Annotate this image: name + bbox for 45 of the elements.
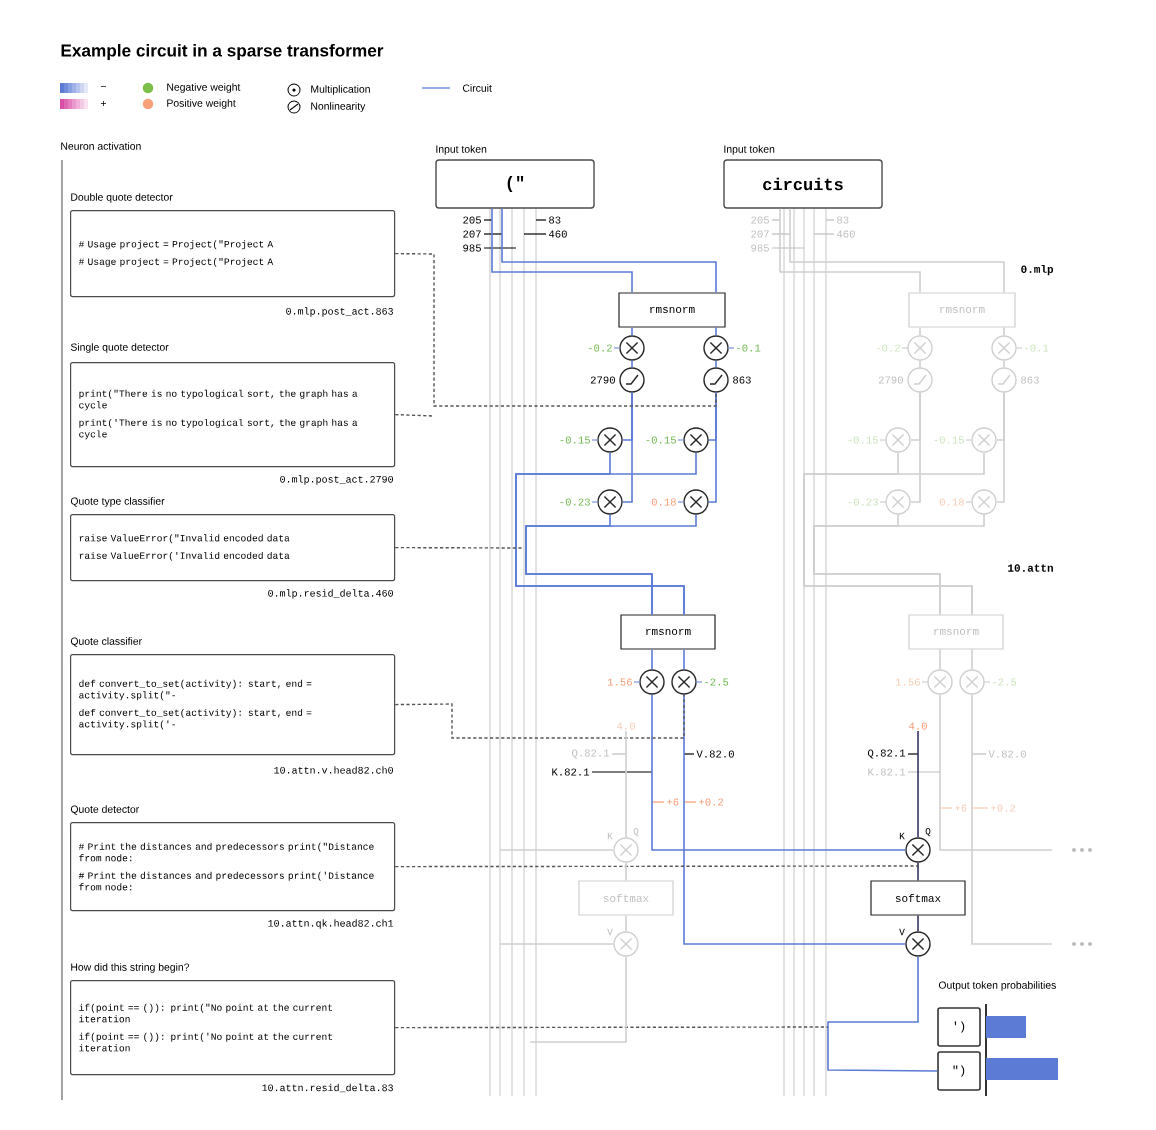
connector (971, 648, 973, 671)
connector (625, 914, 627, 933)
connector (707, 391, 717, 503)
connector (499, 849, 615, 851)
leader-line (394, 546, 525, 549)
connector (715, 326, 717, 337)
connector (1003, 359, 1005, 369)
connector (939, 648, 941, 671)
connector (779, 207, 921, 294)
connector (1003, 326, 1005, 337)
connector (789, 207, 1005, 294)
leader-line (394, 413, 435, 417)
connector (715, 359, 717, 369)
title: Example circuit in a sparse transformer (61, 44, 384, 60)
connector (939, 693, 1053, 851)
connector (499, 943, 615, 945)
connector (919, 326, 921, 337)
connector (917, 914, 919, 933)
connector (529, 955, 627, 1043)
connector (995, 391, 1005, 503)
connector (917, 730, 919, 839)
token-box: (" (435, 159, 595, 209)
connector (917, 861, 919, 882)
connector (651, 648, 653, 671)
connector (813, 513, 985, 616)
connector (683, 648, 685, 671)
connector (501, 207, 717, 294)
leader-line (394, 252, 717, 407)
connector (827, 955, 938, 1072)
connector (631, 326, 633, 337)
connector (971, 693, 1053, 945)
connector (625, 861, 627, 882)
connector (683, 693, 907, 945)
connector (909, 391, 921, 503)
leader-line (394, 694, 685, 739)
connector (525, 513, 697, 616)
token-box: circuits (723, 159, 883, 209)
leader-line (394, 1026, 829, 1029)
connector (631, 359, 633, 369)
leader-line (394, 862, 919, 868)
connector (491, 207, 633, 294)
connector (625, 730, 627, 839)
connector (621, 391, 633, 503)
connector (651, 693, 907, 851)
connector (919, 359, 921, 369)
